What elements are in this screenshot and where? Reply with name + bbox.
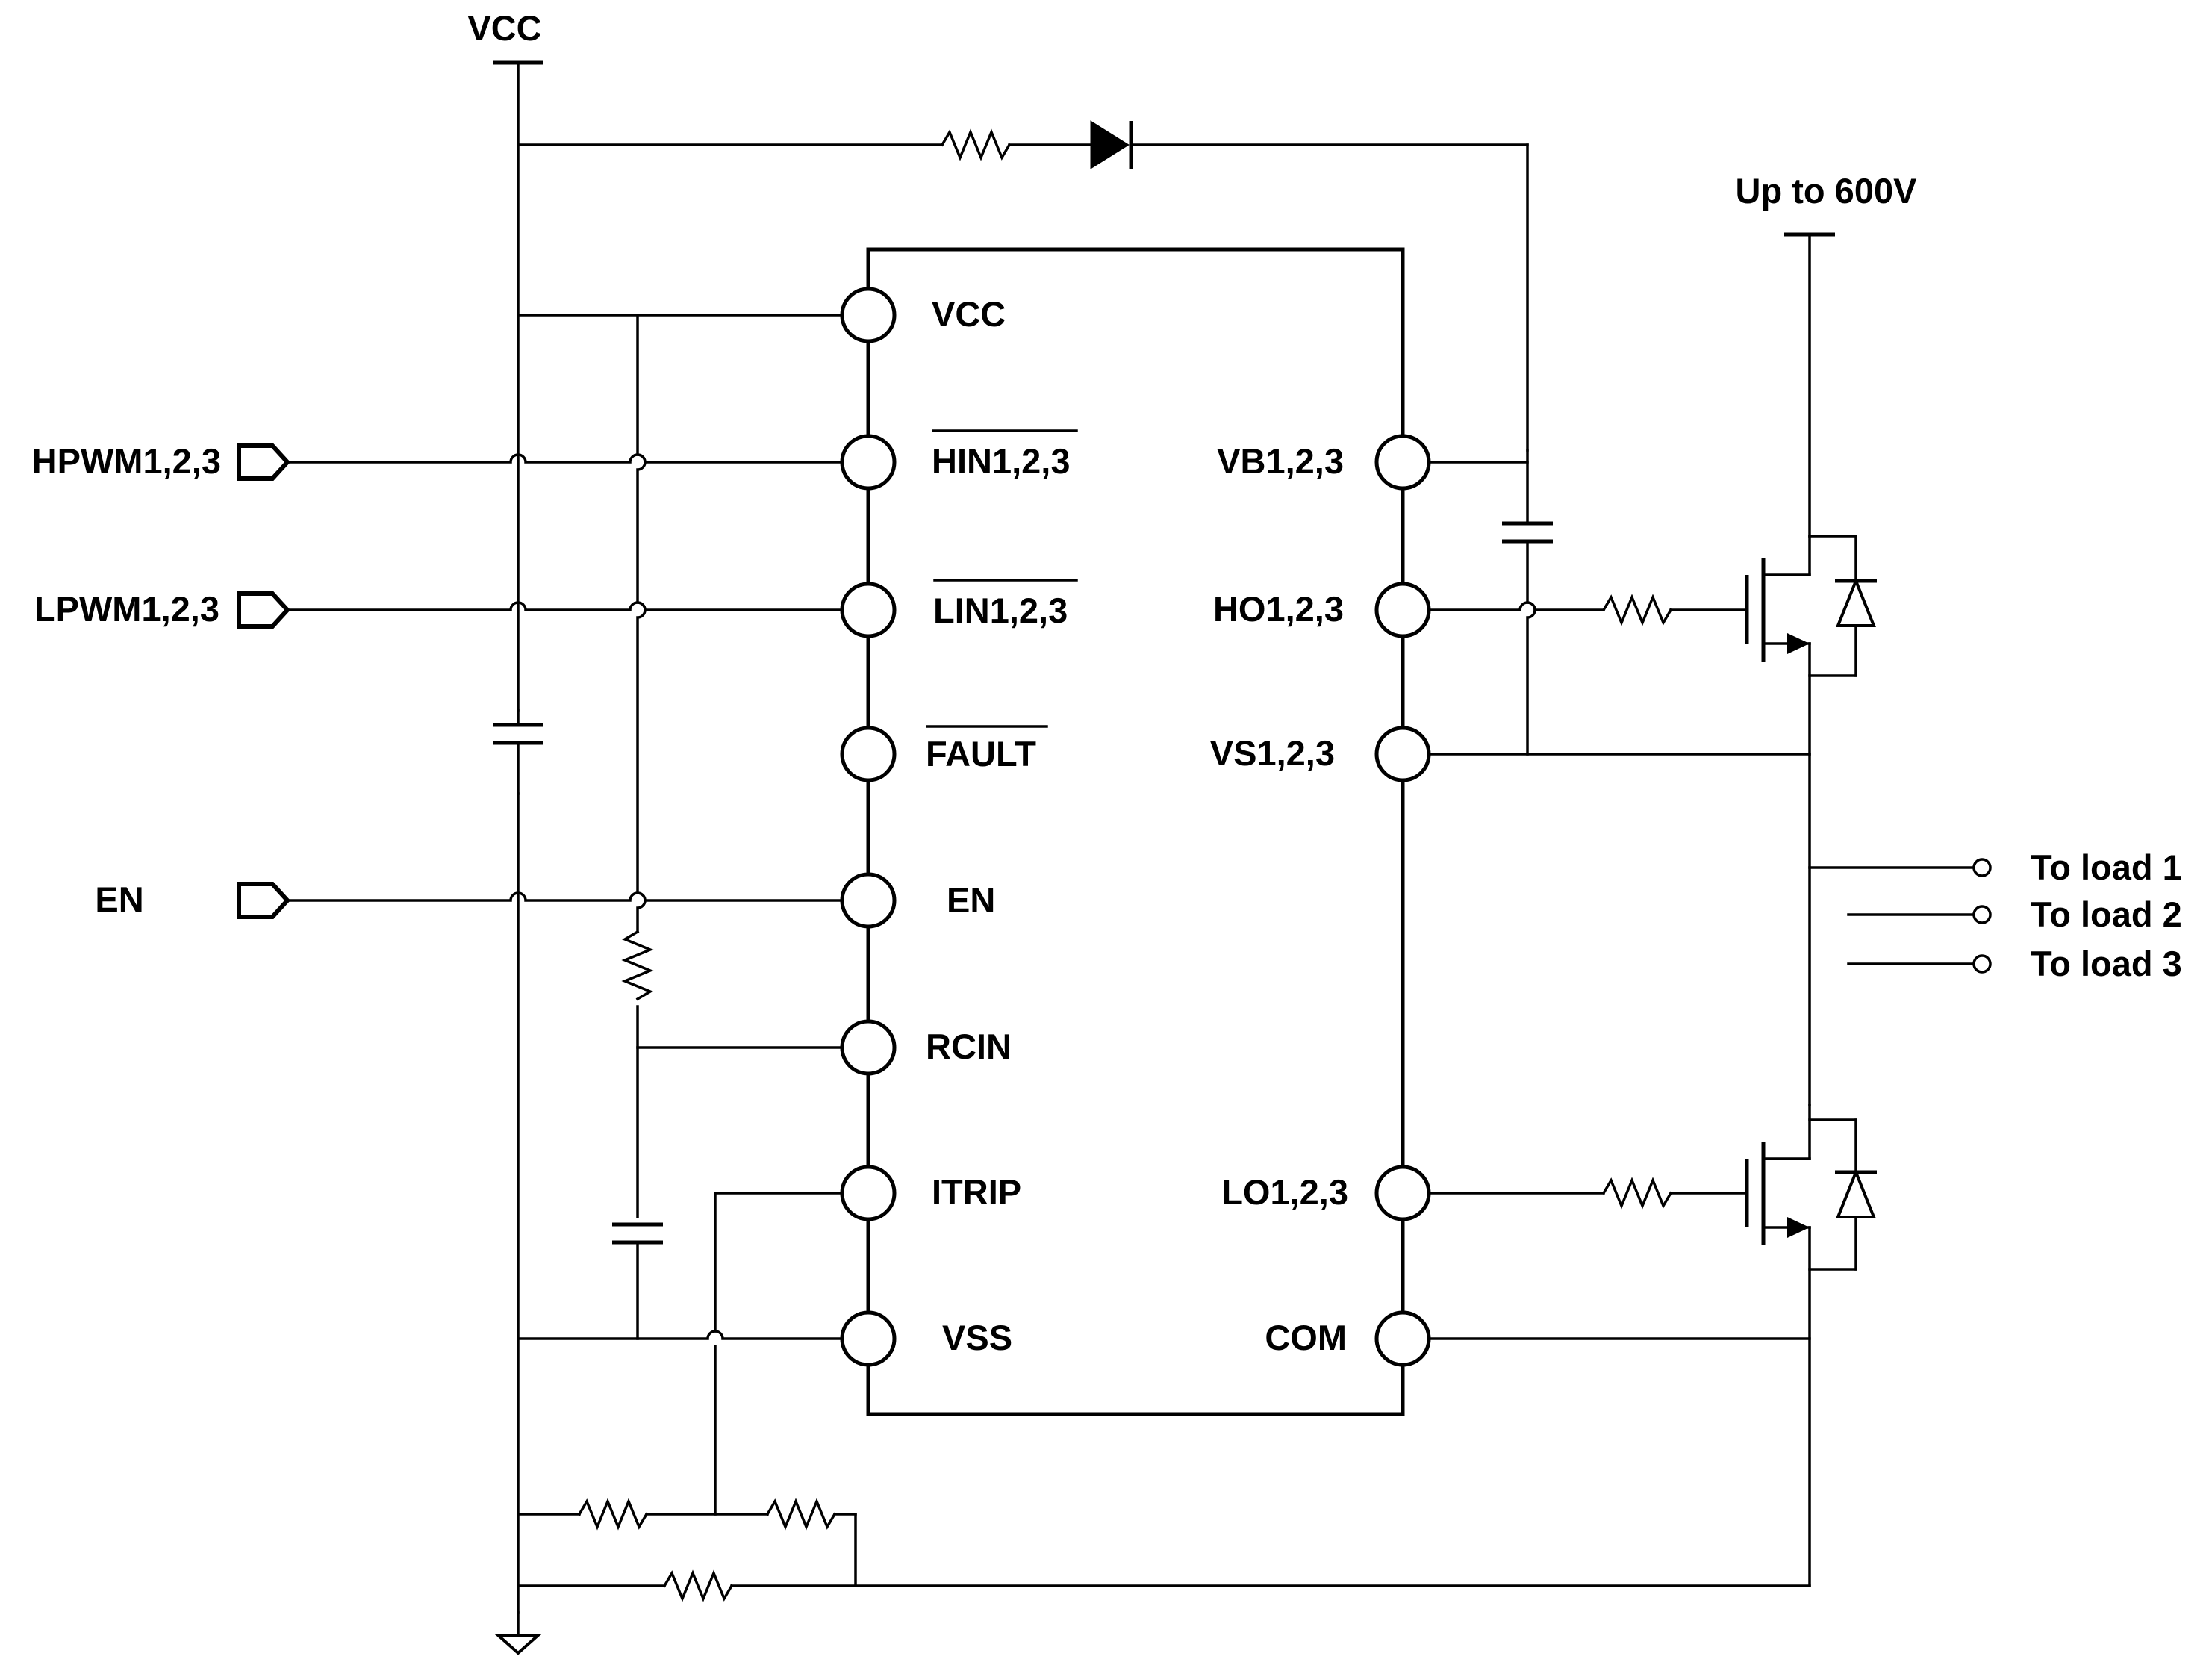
pin-vb-label: VB1,2,3 — [1217, 441, 1344, 481]
en-wire — [286, 891, 844, 902]
pin-lo-label: LO1,2,3 — [1221, 1172, 1348, 1212]
lpwm-wire — [286, 601, 844, 611]
pin-com — [1374, 1310, 1431, 1367]
load-3-terminal — [1972, 954, 1992, 974]
lpwm-input-label: LPWM1,2,3 — [34, 589, 219, 629]
shunt-resistor-1 — [577, 1498, 649, 1531]
hpwm-input-label: HPWM1,2,3 — [32, 441, 221, 481]
rcin-network — [612, 314, 663, 1340]
hv-rail-label: Up to 600V — [1736, 171, 1918, 211]
pin-en — [840, 872, 897, 929]
pin-fault-label: FAULT — [926, 734, 1036, 774]
pin-lin — [840, 582, 897, 638]
rcin-resistor — [621, 930, 654, 1001]
pin-rcin — [840, 1019, 897, 1076]
pin-lo — [1374, 1165, 1431, 1221]
en-input-label: EN — [95, 880, 143, 919]
itrip-wiring — [714, 1192, 844, 1516]
driver-ic-body — [866, 247, 1405, 1416]
pin-rcin-label: RCIN — [926, 1027, 1012, 1066]
pin-itrip-label: ITRIP — [932, 1172, 1021, 1212]
pin-itrip — [840, 1165, 897, 1221]
pin-vcc — [840, 287, 897, 343]
pin-vb — [1374, 434, 1431, 491]
pin-vcc-label: VCC — [932, 294, 1006, 334]
shunt-resistor-3 — [662, 1569, 734, 1602]
pin-en-label: EN — [947, 880, 995, 920]
bootstrap-path — [517, 120, 1529, 452]
high-side-gate-resistor — [1601, 594, 1673, 626]
shunt-network — [517, 1498, 1811, 1602]
load-2-label: To load 2 — [2031, 894, 2182, 934]
low-side-gate-resistor — [1601, 1177, 1673, 1210]
vcc-decoupling-capacitor — [493, 709, 543, 795]
ground-icon — [493, 1634, 543, 1655]
pin-ho — [1374, 582, 1431, 638]
bootstrap-resistor — [940, 128, 1012, 161]
pin-hin — [840, 434, 897, 491]
high-side-mosfet — [1745, 535, 1877, 756]
load-3-label: To load 3 — [2031, 944, 2182, 983]
pin-vss-label: VSS — [942, 1318, 1012, 1357]
low-side-mosfet — [1745, 1104, 1877, 1587]
pin-lin-label: LIN1,2,3 — [933, 591, 1068, 630]
load-outputs — [1808, 858, 1992, 974]
vcc-rail — [493, 60, 543, 1614]
pin-fault — [840, 726, 897, 782]
load-1-terminal — [1972, 858, 1992, 877]
bootstrap-diode — [1090, 120, 1130, 169]
vcc-rail-label: VCC — [467, 8, 541, 48]
pin-vs — [1374, 726, 1431, 782]
pin-com-label: COM — [1265, 1318, 1347, 1357]
vss-wiring — [517, 1330, 844, 1340]
hpwm-input-port — [237, 443, 291, 481]
hpwm-wire — [286, 453, 844, 464]
en-input-port — [237, 882, 291, 919]
load-2-terminal — [1972, 905, 1992, 924]
lpwm-input-port — [237, 591, 291, 629]
pin-vss — [840, 1310, 897, 1367]
load-1-label: To load 1 — [2031, 847, 2182, 887]
pin-hin-label: HIN1,2,3 — [932, 441, 1070, 481]
pin-ho-label: HO1,2,3 — [1213, 589, 1344, 629]
pin-vs-label: VS1,2,3 — [1210, 733, 1335, 773]
shunt-resistor-2 — [765, 1498, 837, 1531]
